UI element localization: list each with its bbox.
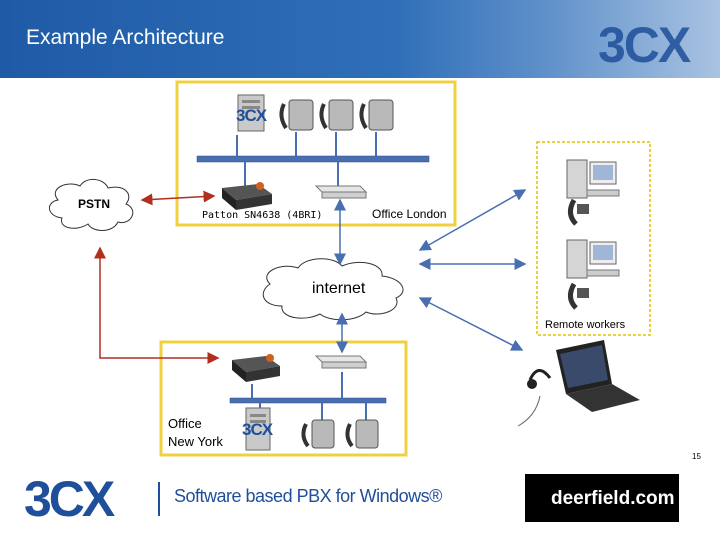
remote-phone-icon bbox=[568, 198, 589, 226]
footer-tagline: Software based PBX for Windows® bbox=[174, 486, 442, 506]
remote-arrow-1 bbox=[418, 189, 527, 251]
office-london-label: Office London bbox=[372, 207, 447, 221]
london-server-logo: 3CX bbox=[236, 106, 267, 125]
internet-cloud bbox=[262, 258, 404, 321]
newyork-server-icon bbox=[245, 407, 271, 451]
london-lan-bus bbox=[196, 155, 430, 163]
newyork-server-logo: 3CX bbox=[242, 420, 273, 439]
office-newyork-label-line2: New York bbox=[168, 434, 223, 449]
deerfield-logo-text: deerfield.com bbox=[551, 488, 675, 509]
remote-workers-box bbox=[536, 141, 651, 336]
laptop-icon bbox=[556, 340, 640, 412]
newyork-router-icon bbox=[314, 355, 368, 369]
newyork-lan-bus bbox=[229, 397, 387, 404]
remote-phone-icon bbox=[568, 282, 589, 310]
pstn-label: PSTN bbox=[78, 197, 111, 211]
footer-vertical-divider bbox=[158, 482, 160, 516]
slide-title: Example Architecture bbox=[26, 26, 225, 49]
newyork-patton-icon bbox=[232, 354, 280, 382]
newyork-phone-icon bbox=[345, 419, 379, 449]
footer-3cx-logo: 3CX bbox=[24, 471, 115, 527]
remote-pc-icon bbox=[566, 159, 620, 199]
internet-label: internet bbox=[312, 280, 366, 297]
remote-arrow-3 bbox=[418, 297, 524, 351]
pstn-cloud bbox=[49, 179, 134, 231]
remote-workers-label: Remote workers bbox=[545, 319, 626, 331]
office-newyork-box bbox=[159, 340, 408, 457]
deerfield-logo: deerfield.com bbox=[525, 474, 679, 522]
london-phone-icon bbox=[359, 99, 394, 131]
london-server-icon bbox=[237, 94, 265, 132]
office-newyork-label-line1: Office bbox=[168, 416, 202, 431]
page-number: 15 bbox=[692, 452, 701, 461]
pstn-to-patton-arrow bbox=[140, 190, 216, 206]
header-bar: Example Architecture 3CX bbox=[0, 0, 720, 78]
london-phone-icon bbox=[319, 99, 354, 131]
newyork-phone-icon bbox=[301, 419, 335, 449]
headset-icon bbox=[517, 369, 552, 427]
pstn-to-newyork-arrow bbox=[94, 246, 220, 364]
office-london-box bbox=[175, 80, 457, 227]
remote-pc-icon bbox=[566, 239, 620, 279]
patton-gateway-icon bbox=[222, 182, 272, 210]
london-phone-icon bbox=[279, 99, 314, 131]
london-router-icon bbox=[314, 185, 368, 199]
patton-label: Patton SN4638 (4BRI) bbox=[202, 210, 323, 221]
header-3cx-logo: 3CX bbox=[598, 17, 691, 73]
